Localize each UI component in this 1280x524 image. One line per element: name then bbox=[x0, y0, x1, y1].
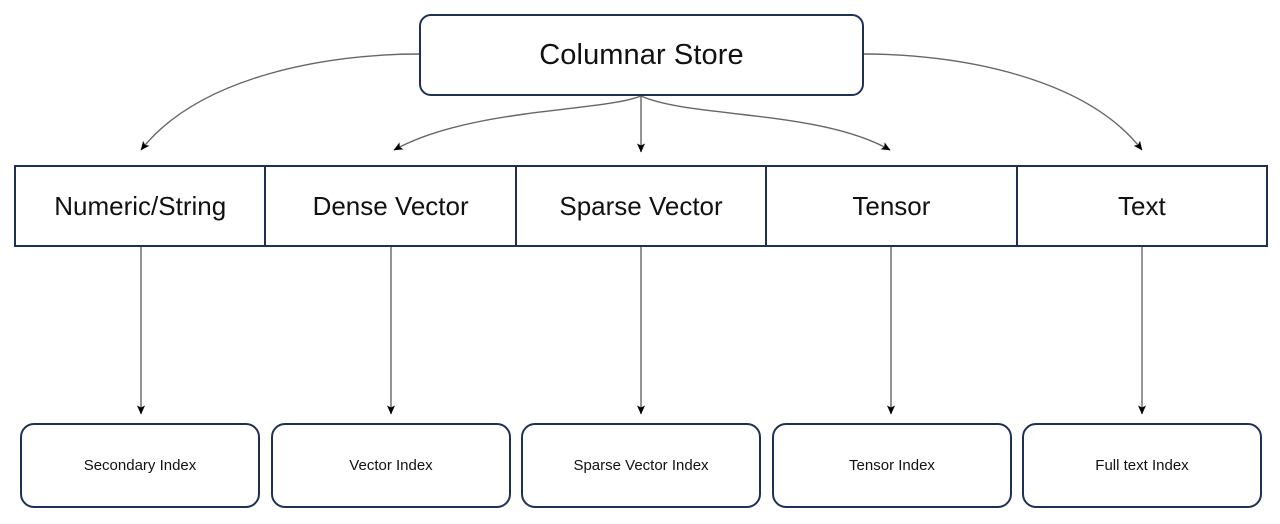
node-text[interactable]: Text bbox=[1017, 167, 1267, 245]
node-tensor-index-label: Tensor Index bbox=[849, 457, 935, 474]
node-vector-index[interactable]: Vector Index bbox=[271, 423, 511, 508]
edge-root-to-dense-vector bbox=[393, 95, 642, 151]
node-tensor[interactable]: Tensor bbox=[767, 167, 1018, 245]
node-sparse-vector[interactable]: Sparse Vector bbox=[516, 167, 768, 245]
node-dense-vector-label: Dense Vector bbox=[312, 191, 469, 221]
node-sparse-vector-index[interactable]: Sparse Vector Index bbox=[521, 423, 761, 508]
edge-root-to-numeric-string bbox=[140, 53, 420, 151]
node-secondary-index-label: Secondary Index bbox=[83, 457, 197, 474]
node-sparse-vector-label: Sparse Vector bbox=[559, 191, 723, 221]
node-full-text-index-label: Full text Index bbox=[1095, 457, 1189, 474]
edge-root-to-text bbox=[863, 53, 1143, 151]
node-text-label: Text bbox=[1117, 191, 1166, 221]
edge-root-to-tensor bbox=[640, 95, 891, 151]
node-numeric-string-label: Numeric/String bbox=[54, 191, 227, 221]
column-types-strip: Numeric/String Dense Vector Sparse Vecto… bbox=[14, 165, 1268, 247]
node-vector-index-label: Vector Index bbox=[349, 457, 433, 474]
node-sparse-vector-index-label: Sparse Vector Index bbox=[573, 457, 709, 474]
node-tensor-index[interactable]: Tensor Index bbox=[772, 423, 1012, 508]
node-full-text-index[interactable]: Full text Index bbox=[1022, 423, 1262, 508]
node-tensor-label: Tensor bbox=[852, 191, 931, 221]
node-columnar-store-label: Columnar Store bbox=[539, 38, 744, 71]
node-numeric-string[interactable]: Numeric/String bbox=[16, 167, 267, 245]
node-columnar-store[interactable]: Columnar Store bbox=[419, 14, 864, 96]
node-dense-vector[interactable]: Dense Vector bbox=[266, 167, 517, 245]
node-secondary-index[interactable]: Secondary Index bbox=[20, 423, 260, 508]
